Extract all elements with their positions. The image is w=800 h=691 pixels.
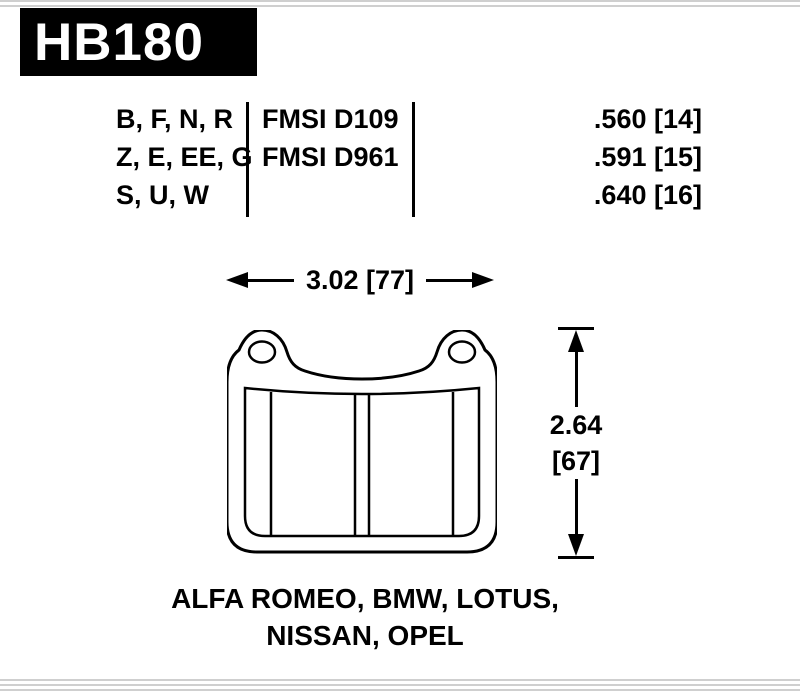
mounting-hole-right xyxy=(447,340,477,364)
dimension-line-top xyxy=(574,352,578,407)
dimension-line-bottom xyxy=(574,479,578,534)
compound-row: B, F, N, R xyxy=(116,104,234,134)
thickness-column: .560 [14] .591 [15] .640 [16] xyxy=(470,100,702,214)
friction-surface-outline xyxy=(243,386,481,538)
table-divider-right xyxy=(412,102,415,217)
applications-line-1: ALFA ROMEO, BMW, LOTUS, xyxy=(171,583,559,614)
mounting-hole-left xyxy=(247,340,277,364)
pad-outline xyxy=(227,330,497,554)
fmsi-column: FMSI D109 FMSI D961 xyxy=(262,100,399,176)
width-dimension-label: 3.02 [77] xyxy=(305,265,415,295)
dimension-arrow-left-icon xyxy=(226,272,248,288)
height-dimension-value: 2.64 xyxy=(549,410,603,440)
top-stripe-border xyxy=(0,0,800,9)
part-number: HB180 xyxy=(34,12,204,72)
vehicle-applications: ALFA ROMEO, BMW, LOTUS, NISSAN, OPEL xyxy=(0,580,730,654)
dimension-line-left xyxy=(248,278,294,282)
height-dimension: 2.64 [67] xyxy=(547,327,605,559)
fmsi-row: FMSI D961 xyxy=(262,142,399,172)
dimension-arrow-down-icon xyxy=(568,534,584,556)
dimension-tick-bottom xyxy=(558,556,594,559)
thickness-row: .591 [15] xyxy=(593,142,702,172)
dimension-arrow-right-icon xyxy=(472,272,495,288)
dimension-arrow-up-icon xyxy=(568,330,584,352)
compound-codes-column: B, F, N, R Z, E, EE, G S, U, W xyxy=(116,100,253,214)
table-divider-left xyxy=(246,102,249,217)
part-number-box: HB180 xyxy=(20,8,257,76)
fmsi-row: FMSI D109 xyxy=(262,104,399,134)
width-dimension: 3.02 [77] xyxy=(226,265,495,295)
dimension-line-right xyxy=(426,278,473,282)
thickness-row: .640 [16] xyxy=(593,180,702,210)
dimension-tick-top xyxy=(558,327,594,330)
compound-row: S, U, W xyxy=(116,180,209,210)
compound-row: Z, E, EE, G xyxy=(116,142,253,172)
thickness-row: .560 [14] xyxy=(593,104,702,134)
applications-line-2: NISSAN, OPEL xyxy=(266,620,464,651)
height-dimension-bracket: [67] xyxy=(551,446,600,476)
brake-pad-drawing xyxy=(227,330,497,554)
bottom-stripe-border xyxy=(0,679,800,691)
